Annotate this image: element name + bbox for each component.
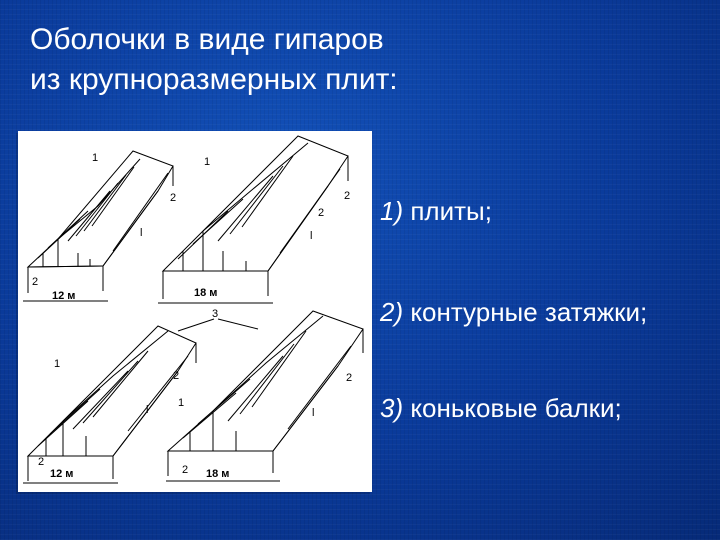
span-panel4: 18 м bbox=[206, 468, 229, 480]
callout-l-panel3: l bbox=[146, 404, 148, 416]
callout-l-panel2: l bbox=[310, 230, 312, 242]
callout-3: 3 bbox=[212, 308, 218, 320]
callout-1-panel3: 1 bbox=[54, 358, 60, 370]
callout-l-panel1: l bbox=[140, 227, 142, 239]
callout-2b-panel3: 2 bbox=[38, 456, 44, 468]
shell-panel-3 bbox=[23, 325, 197, 484]
callout-2b-panel4: 2 bbox=[182, 464, 188, 476]
shell-panel-1 bbox=[23, 150, 174, 302]
callout-2-panel2: 2 bbox=[344, 190, 350, 202]
title-line-2: из крупноразмерных плит: bbox=[30, 63, 398, 96]
hypar-drawing-svg: 1 2 2 l 12 м 1 2 2 l 18 м 3 1 2 2 l 12 м… bbox=[23, 135, 364, 484]
callout-2b-panel1: 2 bbox=[32, 276, 38, 288]
shell-panel-2 bbox=[158, 135, 349, 304]
span-panel1: 12 м bbox=[52, 290, 75, 302]
callout-2b-panel2: 2 bbox=[318, 207, 324, 219]
callout-2-panel3: 2 bbox=[173, 370, 179, 382]
span-panel3: 12 м bbox=[50, 468, 73, 480]
hypar-shell-drawing: 1 2 2 l 12 м 1 2 2 l 18 м 3 1 2 2 l 12 м… bbox=[18, 131, 372, 492]
title-line-1: Оболочки в виде гипаров bbox=[30, 23, 384, 56]
slide-title: Оболочки в виде гипаров из крупноразмерн… bbox=[30, 20, 398, 100]
callout-1-panel4: 1 bbox=[178, 397, 184, 409]
callout-1-panel2: 1 bbox=[204, 156, 210, 168]
callout-1-panel1: 1 bbox=[92, 152, 98, 164]
span-panel2: 18 м bbox=[194, 287, 217, 299]
legend-item-plates: 1) плиты; bbox=[380, 196, 492, 226]
callout-2-panel1: 2 bbox=[170, 192, 176, 204]
legend-item-contour-ties: 2) контурные затяжки; bbox=[380, 297, 648, 327]
callout-l-panel4: l bbox=[312, 407, 314, 419]
callout-2-panel4: 2 bbox=[346, 372, 352, 384]
shell-panel-4 bbox=[166, 310, 364, 482]
legend-item-ridge-beams: 3) коньковые балки; bbox=[380, 393, 622, 423]
